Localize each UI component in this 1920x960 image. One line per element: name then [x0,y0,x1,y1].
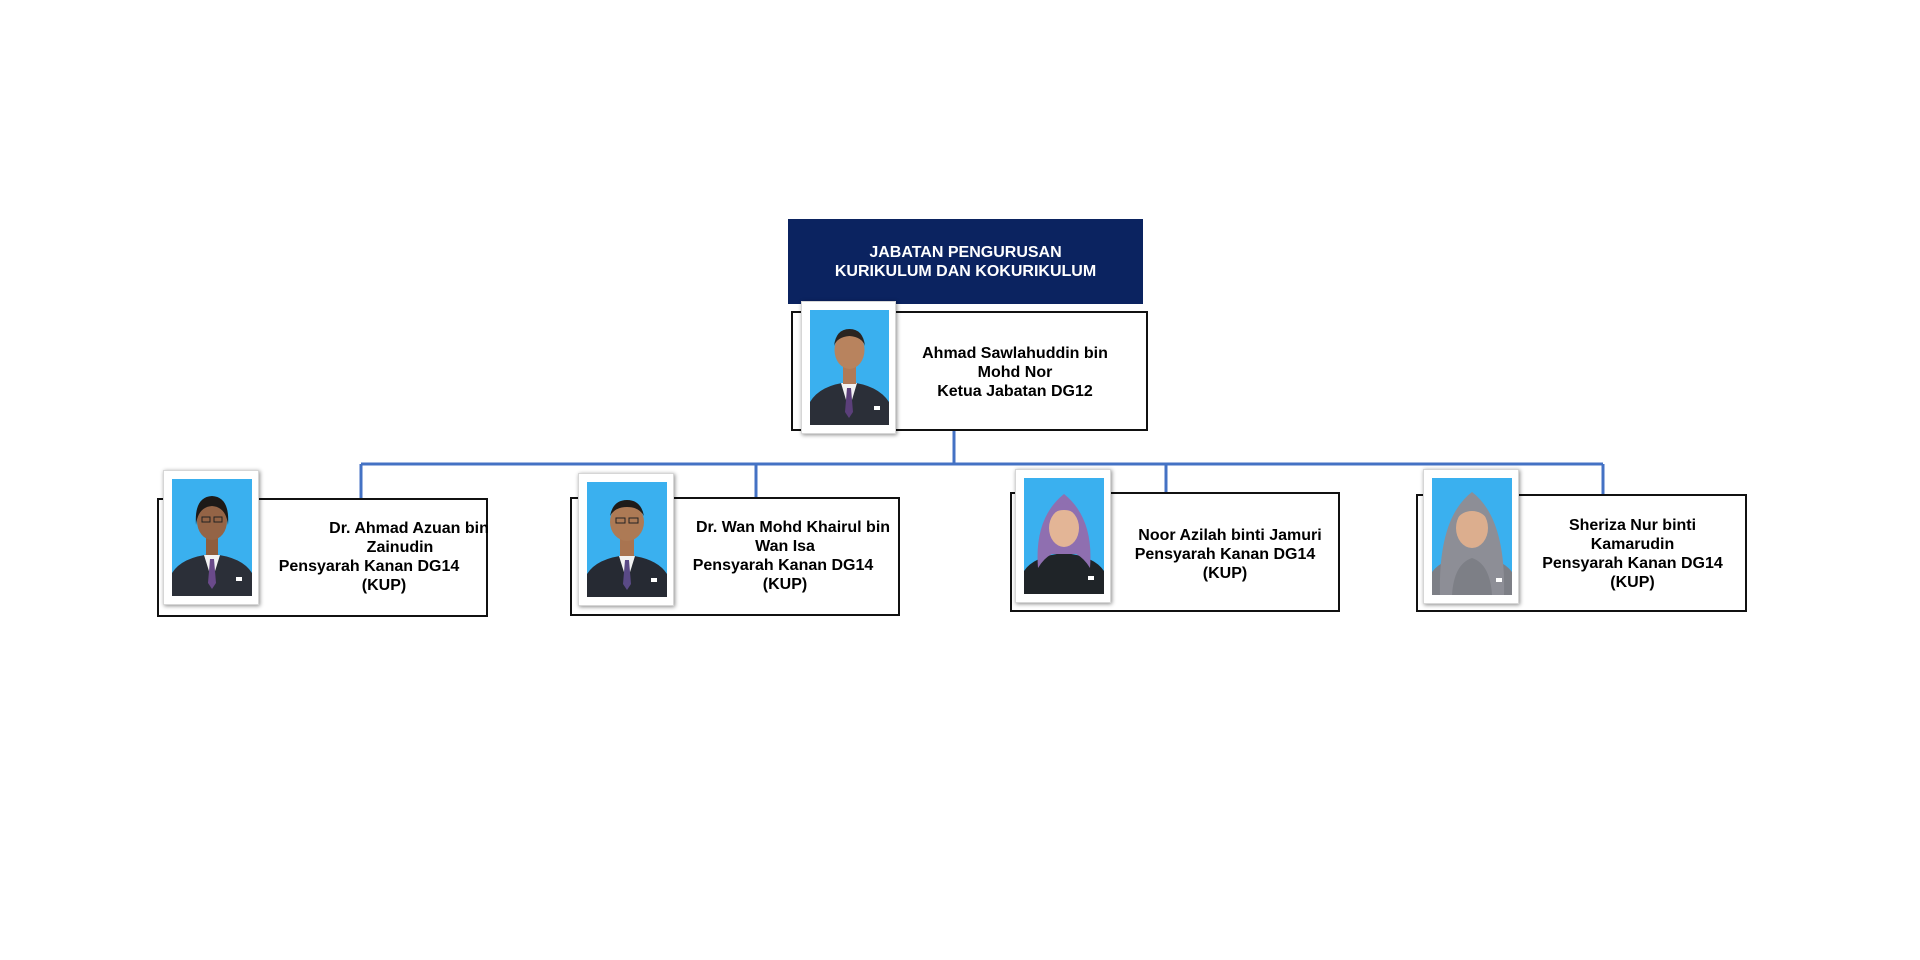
member-info-3: Noor Azilah binti Jamuri Pensyarah Kanan… [1110,512,1340,596]
member-info-4: Sheriza Nur binti Kamarudin Pensyarah Ka… [1520,512,1745,596]
member-photo-1 [163,470,259,605]
member-name-line1: Dr. Ahmad Azuan bin [329,520,489,537]
member-position: Pensyarah Kanan DG14 [692,557,874,574]
head-info: Ahmad Sawlahuddin bin Mohd Nor Ketua Jab… [900,330,1130,414]
head-photo [801,301,896,434]
head-position: Ketua Jabatan DG12 [937,382,1093,400]
person-portrait-icon [1432,478,1512,595]
member-photo-4 [1423,469,1519,604]
head-name-line1: Ahmad Sawlahuddin bin [922,344,1108,362]
member-unit: (KUP) [361,577,407,594]
member-info-1: Dr. Ahmad Azuan bin Zainudin Pensyarah K… [262,515,502,599]
member-name-line2: Wan Isa [755,538,815,555]
person-portrait-icon [172,479,252,596]
head-name-line2: Mohd Nor [977,363,1053,381]
member-name-line1: Noor Azilah binti Jamuri [1138,526,1322,544]
member-name-line2: Kamarudin [1590,536,1675,553]
department-title-line1: JABATAN PENGURUSAN [869,243,1062,261]
member-position: Pensyarah Kanan DG14 [278,558,460,575]
department-title: JABATAN PENGURUSAN KURIKULUM DAN KOKURIK… [788,219,1143,304]
person-portrait-icon [587,482,667,597]
member-position: Pensyarah Kanan DG14 [1134,545,1316,563]
person-portrait-icon [1024,478,1104,594]
member-position: Pensyarah Kanan DG14 [1542,555,1723,572]
member-unit: (KUP) [762,576,808,593]
member-info-2: Dr. Wan Mohd Khairul bin Wan Isa Pensyar… [668,514,898,598]
department-title-line2: KURIKULUM DAN KOKURIKULUM [834,262,1097,280]
member-unit: (KUP) [1202,564,1248,582]
member-name-line1: Dr. Wan Mohd Khairul bin [695,519,891,536]
member-unit: (KUP) [1610,574,1655,591]
member-photo-2 [578,473,674,606]
member-photo-3 [1015,469,1111,603]
member-name-line2: Zainudin [366,539,434,556]
person-portrait-icon [810,310,889,425]
member-name-line1: Sheriza Nur binti [1568,517,1697,534]
